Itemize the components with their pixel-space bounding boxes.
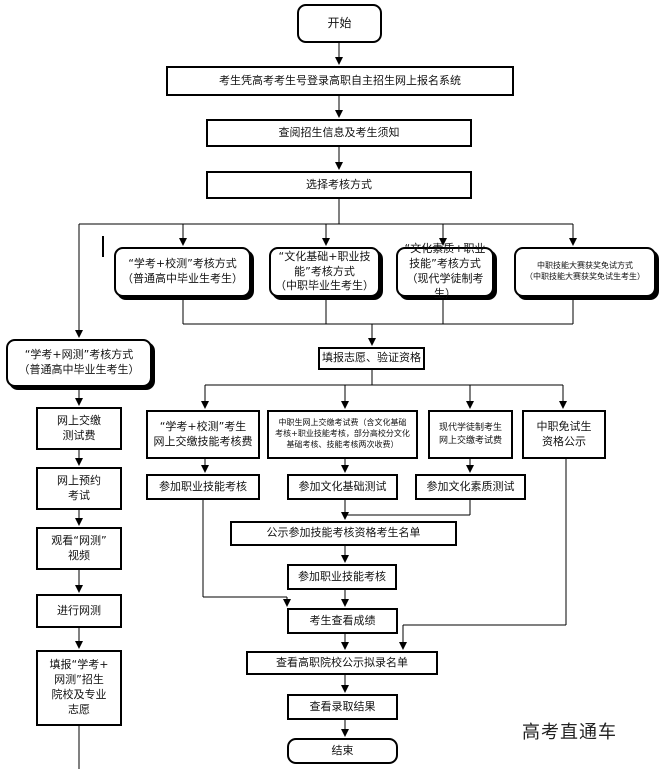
book-exam-step: 网上预约 考试 xyxy=(36,467,122,510)
publish-skill-list-step: 公示参加技能考核资格考生名单 xyxy=(230,521,457,546)
attend-skill-exam-2: 参加职业技能考核 xyxy=(287,564,397,590)
pay-zhongzhi-fee-step: 中职生网上交缴考试费（含文化基础 考核+职业技能考核，部分高校分文化 基础考核、… xyxy=(267,410,418,459)
attend-wenhua-test: 参加文化基础测试 xyxy=(287,474,398,500)
check-admit-list-step: 查看高职院校公示拟录名单 xyxy=(246,651,438,675)
method-wenhua-suzhi: “文化素质+职业 技能”考核方式 （现代学徒制考生） xyxy=(396,242,494,300)
read-info-step: 查阅招生信息及考生须知 xyxy=(206,119,472,147)
fill-verify-step: 填报志愿、验证资格 xyxy=(318,347,425,370)
check-result-step: 查看录取结果 xyxy=(287,694,398,720)
start-node: 开始 xyxy=(297,4,382,43)
pay-skill-fee-step: “学考+校测”考生 网上交缴技能考核费 xyxy=(146,410,260,459)
do-online-test-step: 进行网测 xyxy=(36,594,122,628)
zhongzhi-publish-step: 中职免试生 资格公示 xyxy=(522,410,606,459)
check-scores-step: 考生查看成绩 xyxy=(287,608,398,634)
attend-skill-exam-1: 参加职业技能考核 xyxy=(146,474,260,500)
watch-video-step: 观看“网测” 视频 xyxy=(36,527,122,570)
method-xuekao-wangce: “学考+网测”考核方式 （普通高中毕业生考生） xyxy=(6,339,152,387)
method-zhongzhi-mianshi: 中职技能大赛获奖免试方式 （中职技能大赛获奖免试生考生） xyxy=(514,247,656,297)
fill-wangce-application-step: 填报“学考+ 网测”招生 院校及专业 志愿 xyxy=(36,650,122,726)
watermark-text: 高考直通车 xyxy=(522,722,617,743)
attend-suzhi-test: 参加文化素质测试 xyxy=(415,474,526,500)
pay-xiandai-fee-step: 现代学徒制考生 网上交缴考试费 xyxy=(428,410,513,459)
method-wenhua-zhiye: “文化基础+职业技 能”考核方式 （中职毕业生考生） xyxy=(269,247,380,297)
choose-method-step: 选择考核方式 xyxy=(206,171,472,199)
pay-online-step: 网上交缴 测试费 xyxy=(36,407,122,450)
method-xuekao-xiaoce: “学考+校测”考核方式 （普通高中毕业生考生） xyxy=(114,247,251,297)
login-step: 考生凭高考考生号登录高职自主招生网上报名系统 xyxy=(166,66,514,96)
end-node: 结束 xyxy=(287,738,398,764)
